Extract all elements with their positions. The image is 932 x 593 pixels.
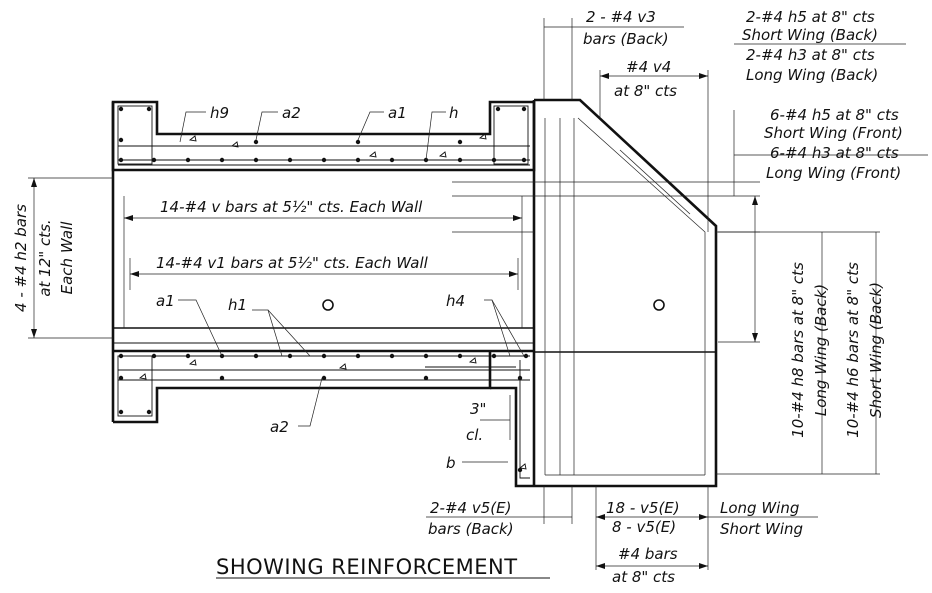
label-v1-bars: 14-#4 v1 bars at 5½" cts. Each Wall <box>156 254 429 272</box>
label-long-wing: Long Wing <box>720 499 799 517</box>
rebar-lines <box>117 105 534 479</box>
label-h6-line2: Short Wing (Back) <box>867 282 885 418</box>
label-clear: cl. <box>466 426 483 444</box>
label-h-top: h <box>449 104 459 122</box>
label-bot-bars-2: at 8" cts <box>612 568 675 586</box>
label-v4-line1: #4 v4 <box>626 58 671 76</box>
label-h2-line3: Each Wall <box>58 221 76 295</box>
label-h4-bottom: h4 <box>446 292 465 310</box>
rebar-dots <box>118 106 529 473</box>
label-a2-bottom: a2 <box>270 418 289 436</box>
label-h3b-line2: Long Wing (Back) <box>746 66 878 84</box>
label-h6-line1: 10-#4 h6 bars at 8" cts <box>844 262 862 438</box>
label-3-inch: 3" <box>470 400 486 418</box>
label-h5b-line1: 2-#4 h5 at 8" cts <box>746 8 875 26</box>
label-h3f-line1: 6-#4 h3 at 8" cts <box>770 144 899 162</box>
label-h5f-line2: Short Wing (Front) <box>764 124 903 142</box>
labels: h9 a2 a1 h 14-#4 v bars at 5½" cts. Each… <box>12 8 903 586</box>
label-h9: h9 <box>210 104 229 122</box>
label-v5e-line1: 2-#4 v5(E) <box>430 499 511 517</box>
label-v5-8: 8 - v5(E) <box>612 518 676 536</box>
label-h3b-line1: 2-#4 h3 at 8" cts <box>746 46 875 64</box>
label-v-bars: 14-#4 v bars at 5½" cts. Each Wall <box>160 198 423 216</box>
label-h5f-line1: 6-#4 h5 at 8" cts <box>770 106 899 124</box>
label-h5b-line2: Short Wing (Back) <box>742 26 878 44</box>
label-h2-line1: 4 - #4 h2 bars <box>12 204 30 312</box>
label-a1-top: a1 <box>388 104 407 122</box>
label-v3-line2: bars (Back) <box>583 30 669 48</box>
concrete-outline <box>111 98 718 488</box>
label-bot-bars-1: #4 bars <box>618 545 678 563</box>
label-v4-line2: at 8" cts <box>614 82 677 100</box>
label-h3f-line2: Long Wing (Front) <box>766 164 901 182</box>
aggregate-marks <box>138 133 527 470</box>
label-h8-line1: 10-#4 h8 bars at 8" cts <box>789 262 807 438</box>
label-v5e-line2: bars (Back) <box>428 520 514 538</box>
label-a1-bottom: a1 <box>156 292 175 310</box>
label-h8-line2: Long Wing (Back) <box>812 284 830 416</box>
label-v3-line1: 2 - #4 v3 <box>586 8 656 26</box>
label-h2-line2: at 12" cts. <box>36 219 54 296</box>
dimension-lines <box>28 18 928 579</box>
label-v5-18: 18 - v5(E) <box>606 499 680 517</box>
drawing-title: SHOWING REINFORCEMENT <box>216 555 518 579</box>
label-b: b <box>446 454 456 472</box>
label-h1-bottom: h1 <box>228 296 247 314</box>
label-a2-top: a2 <box>282 104 301 122</box>
label-short-wing: Short Wing <box>720 520 803 538</box>
